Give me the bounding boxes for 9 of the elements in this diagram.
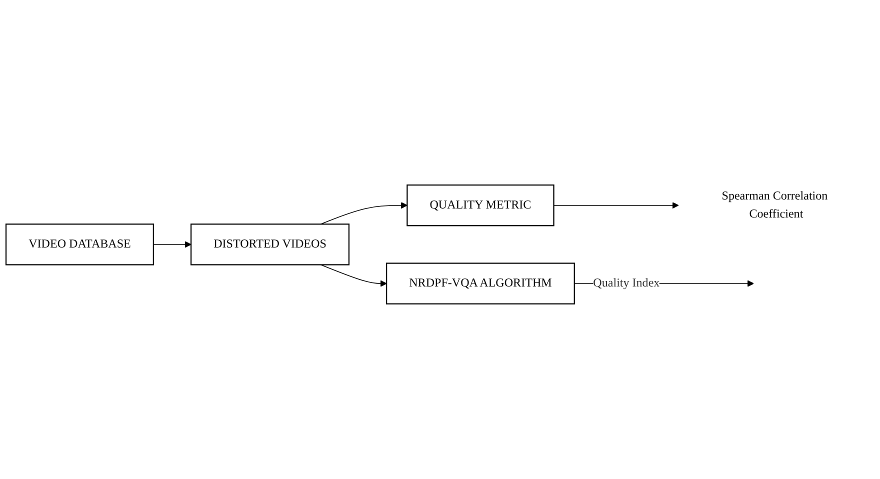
node-box: VIDEO DATABASE [5, 223, 154, 265]
edge-label: Quality Index [593, 276, 660, 290]
arrow [153, 240, 192, 248]
node-text: Spearman Correlation Coefficient [722, 189, 828, 220]
node-box: DISTORTED VIDEOS [190, 223, 350, 265]
arrow [553, 202, 679, 208]
node-box: NRDPF-VQA ALGORITHM [386, 262, 575, 304]
node-box: QUALITY METRIC [406, 184, 554, 226]
arrow [320, 264, 387, 286]
